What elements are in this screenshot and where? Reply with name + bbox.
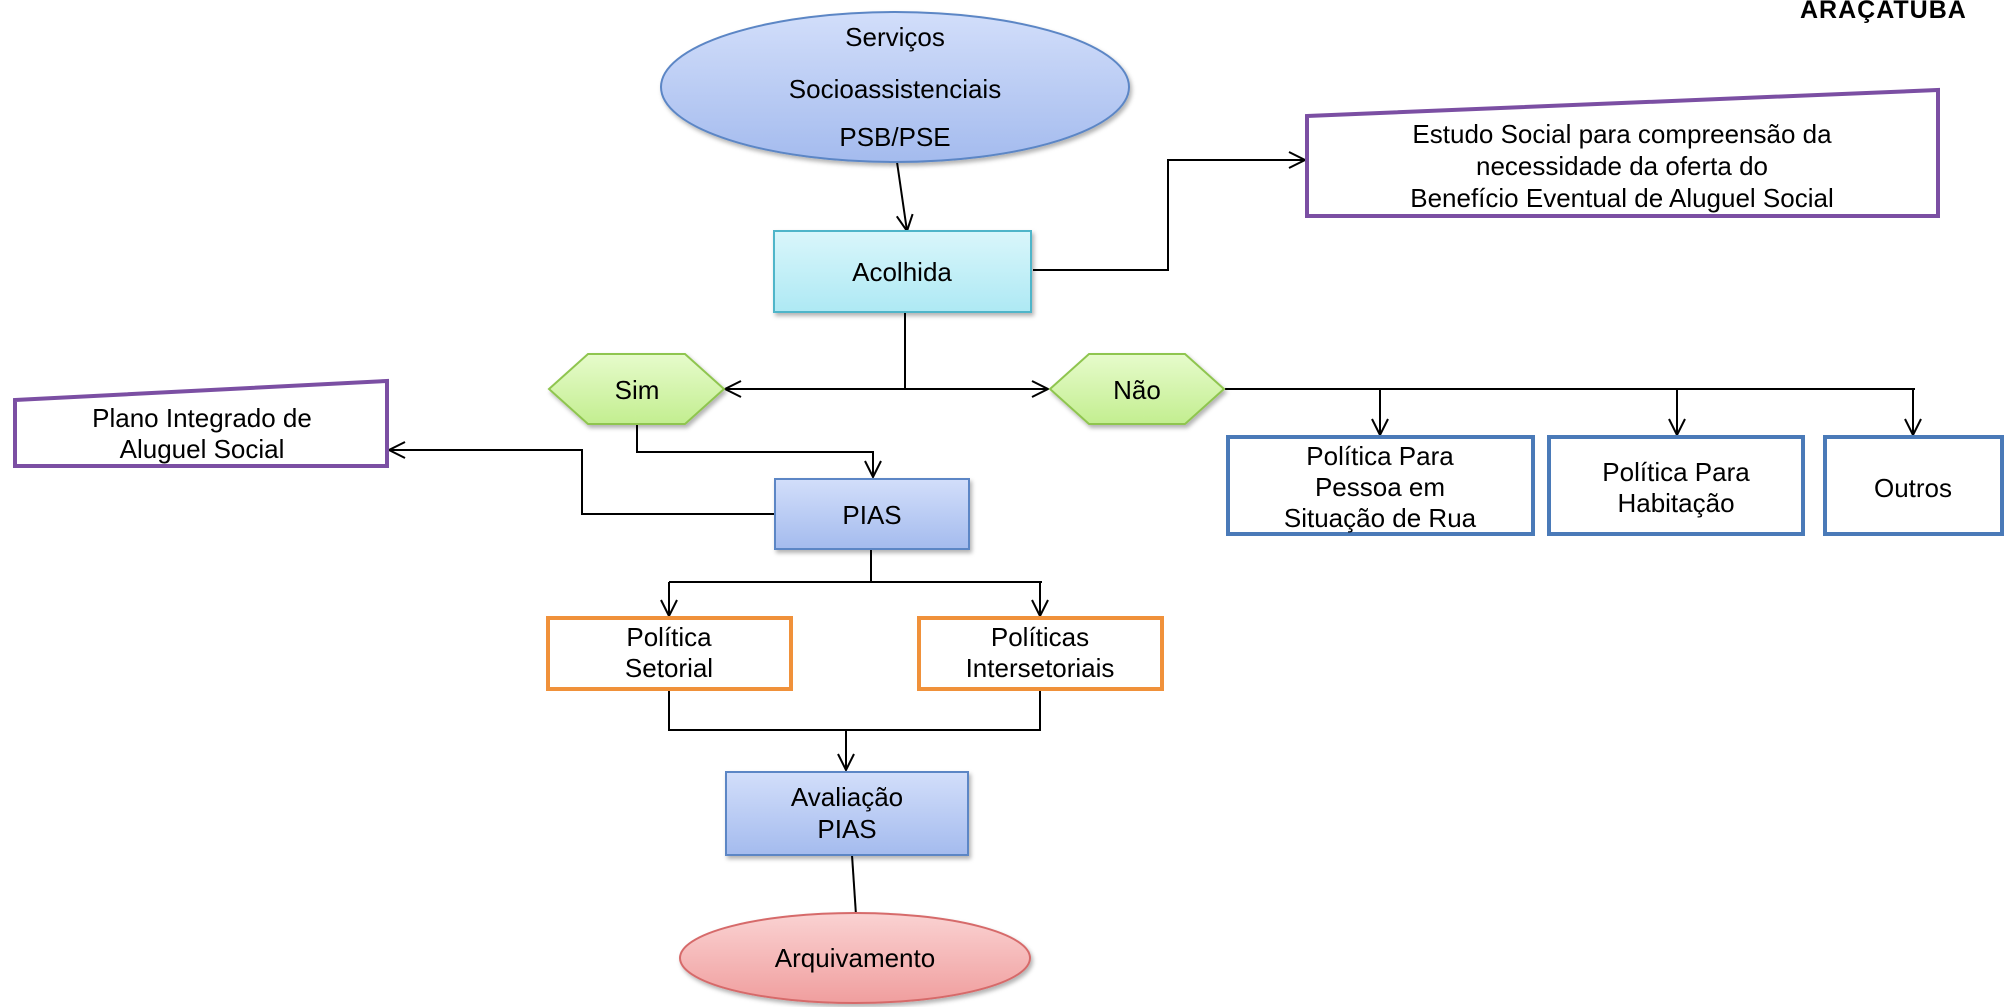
node-servicos-socioassistenciais: Serviços Socioassistenciais PSB/PSE xyxy=(660,11,1130,163)
servicos-line1: Serviços xyxy=(845,22,945,52)
outros-label: Outros xyxy=(1874,473,1952,503)
avaliacao-line1: Avaliação xyxy=(791,782,903,812)
politica-rua-line2: Pessoa em xyxy=(1315,472,1445,502)
brand-logo-text: ARAÇATUBA xyxy=(1800,0,1967,24)
politica-setorial-line2: Setorial xyxy=(625,653,713,683)
politica-setorial-line1: Política xyxy=(626,622,712,652)
plano-integrado-line1: Plano Integrado de xyxy=(92,403,312,433)
arrow-pias-to-plano-integrado xyxy=(389,450,775,515)
node-outros: Outros xyxy=(1823,435,2004,536)
politica-habitacao-line2: Habitação xyxy=(1617,488,1734,518)
node-plano-integrado: Plano Integrado de Aluguel Social xyxy=(13,378,389,468)
connectors xyxy=(389,160,1915,916)
arquivamento-label: Arquivamento xyxy=(775,943,935,973)
node-acolhida: Acolhida xyxy=(773,230,1032,313)
acolhida-label: Acolhida xyxy=(852,257,952,287)
estudo-social-line2: necessidade da oferta do xyxy=(1476,151,1768,181)
avaliacao-line2: PIAS xyxy=(817,814,876,844)
politica-habitacao-line1: Política Para xyxy=(1602,457,1750,487)
arrow-sim-to-pias xyxy=(636,425,873,477)
arrow-servicos-to-acolhida xyxy=(897,161,907,231)
node-estudo-social: Estudo Social para compreensão da necess… xyxy=(1305,87,1940,218)
estudo-social-line3: Benefício Eventual de Aluguel Social xyxy=(1410,183,1834,213)
politica-rua-line3: Situação de Rua xyxy=(1284,503,1477,533)
node-politica-setorial: Política Setorial xyxy=(546,616,793,691)
node-nao: Não xyxy=(1048,353,1226,425)
estudo-social-line1: Estudo Social para compreensão da xyxy=(1412,119,1832,149)
node-politica-habitacao: Política Para Habitação xyxy=(1547,435,1805,536)
node-avaliacao-pias: Avaliação PIAS xyxy=(725,771,969,856)
politica-rua-line1: Política Para xyxy=(1306,441,1454,471)
line-merge-politicas xyxy=(668,689,1041,731)
arrow-acolhida-to-estudo-social xyxy=(1033,160,1305,271)
plano-integrado-line2: Aluguel Social xyxy=(120,434,285,464)
pias-label: PIAS xyxy=(842,500,901,530)
line-avaliacao-to-arquivamento xyxy=(851,854,857,916)
node-politicas-intersetoriais: Políticas Intersetoriais xyxy=(917,616,1164,691)
sim-label: Sim xyxy=(615,375,660,405)
node-politica-rua: Política Para Pessoa em Situação de Rua xyxy=(1226,435,1535,536)
politicas-intersetoriais-line2: Intersetoriais xyxy=(966,653,1115,683)
politicas-intersetoriais-line1: Políticas xyxy=(991,622,1089,652)
servicos-line3: PSB/PSE xyxy=(839,122,950,152)
nao-label: Não xyxy=(1113,375,1161,405)
node-arquivamento: Arquivamento xyxy=(679,912,1031,1004)
node-sim: Sim xyxy=(547,353,726,425)
node-pias: PIAS xyxy=(774,478,970,550)
servicos-line2: Socioassistenciais xyxy=(789,74,1001,104)
